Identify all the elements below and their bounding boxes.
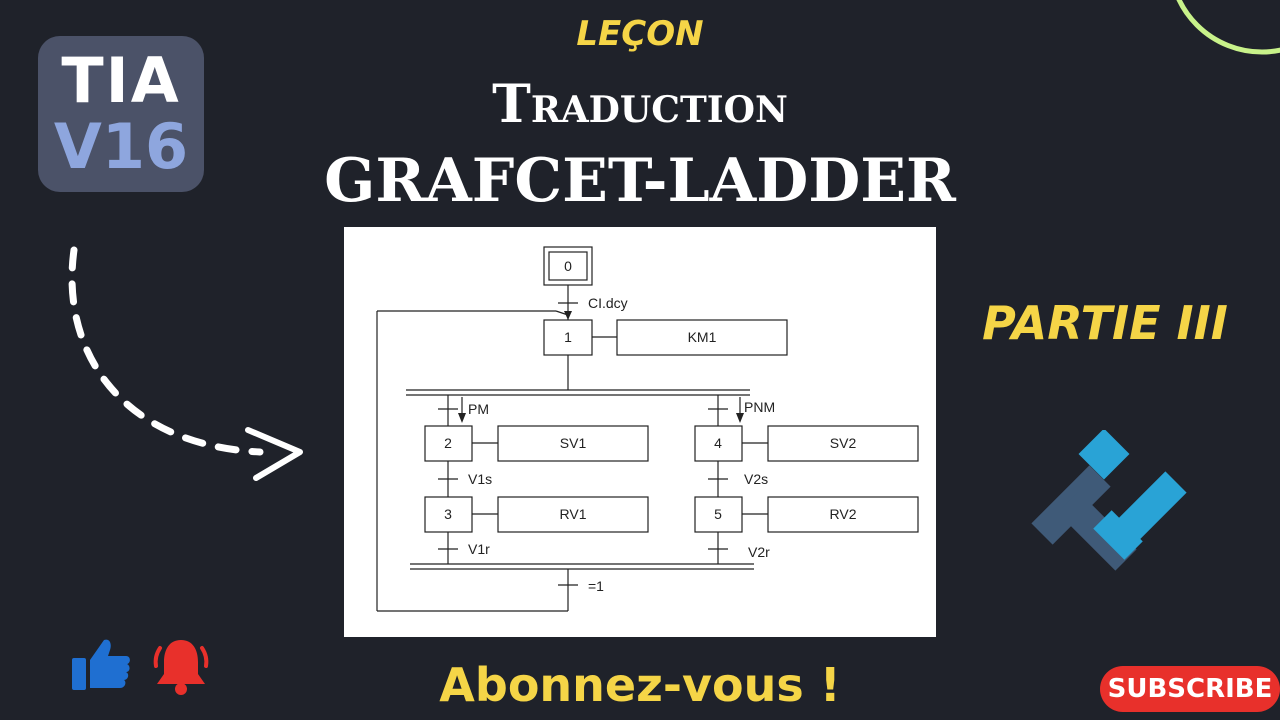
step-1-number: 1: [564, 329, 572, 345]
transition-start-label: CI.dcy: [588, 295, 628, 311]
part-label: PARTIE III: [982, 296, 1228, 350]
lesson-label: LEÇON: [576, 14, 704, 54]
transition-v1r-label: V1r: [468, 541, 490, 557]
transition-v2r-label: V2r: [748, 544, 770, 560]
transition-pm-label: PM: [468, 401, 489, 417]
badge-line-1: TIA: [61, 44, 181, 117]
initial-step-inner: [548, 251, 588, 281]
transition-pnm-label: PNM: [744, 399, 775, 415]
action-rv2-box: [767, 496, 919, 533]
dashed-arrow-icon: [68, 246, 303, 481]
step-5-number: 5: [714, 506, 722, 522]
action-sv1-label: SV1: [560, 435, 587, 451]
action-rv1-box: [497, 496, 649, 533]
subscribe-call-to-action: Abonnez-vous !: [439, 658, 841, 712]
step-2-number: 2: [444, 435, 452, 451]
title-line-2: GRAFCET-LADDER: [324, 146, 956, 216]
transition-v1s-label: V1s: [468, 471, 492, 487]
transition-v2s-label: V2s: [744, 471, 768, 487]
transition-end-label: =1: [588, 578, 604, 594]
action-km1-label: KM1: [688, 329, 717, 345]
action-sv2-box: [767, 425, 919, 462]
thumbs-up-icon[interactable]: [70, 636, 132, 692]
decorative-ring: [1176, 0, 1280, 55]
action-rv1-label: RV1: [560, 506, 587, 522]
step-3-number: 3: [444, 506, 452, 522]
action-km1-box: [616, 319, 788, 356]
step-4-number: 4: [714, 435, 722, 451]
title-line-1: Traduction: [492, 74, 788, 135]
badge-line-2: V16: [53, 110, 189, 183]
action-rv2-label: RV2: [830, 506, 857, 522]
action-sv1-box: [497, 425, 649, 462]
notification-bell-icon[interactable]: [152, 634, 210, 698]
grafcet-diagram: 0 CI.dcy 1 KM1 PM 2 SV1 V1s 3 RV1 V1r PN…: [344, 227, 936, 637]
initial-step-number: 0: [564, 258, 572, 274]
tia-v16-badge: TIA V16: [38, 36, 204, 192]
tia-portal-logo-icon: [1031, 430, 1187, 571]
subscribe-button[interactable]: SUBSCRIBE: [1100, 666, 1280, 712]
grafcet-svg: 0 CI.dcy 1 KM1 PM 2 SV1 V1s 3 RV1 V1r PN…: [376, 246, 919, 612]
action-sv2-label: SV2: [830, 435, 857, 451]
